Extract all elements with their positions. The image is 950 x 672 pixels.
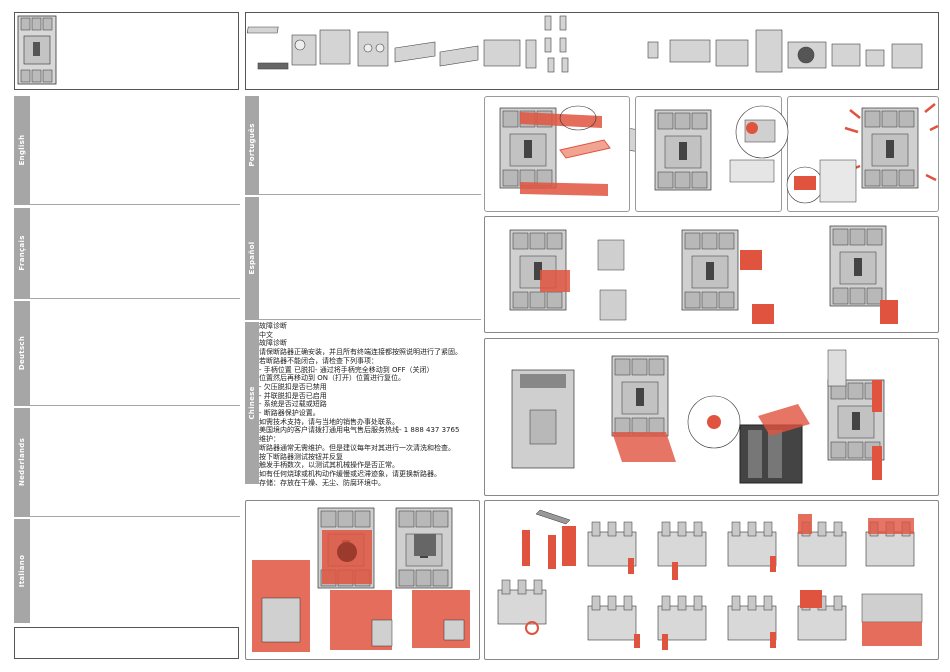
zh-heading: 故障诊断 — [259, 339, 287, 348]
divider — [245, 319, 481, 320]
zh-line: 触发手柄数次，以测试其机械操作是否正常。 — [259, 461, 399, 470]
zh-line: 位置然后再移动到 ON（打开）位置进行复位。 — [259, 374, 405, 383]
zh-line: 请保断路器正确安装，并且所有终端连接都按照说明进行了紧固。 — [259, 348, 462, 357]
zh-line: - 欠压脱扣是否已禁用 — [259, 382, 327, 391]
divider — [14, 405, 240, 406]
tab-spanish: Español — [245, 197, 259, 319]
tab-english: English — [14, 96, 30, 204]
zh-line: - 系统是否过载或短路 — [259, 400, 327, 409]
zh-line: - 手柄位置 已脱扣- 通过将手柄完全移动到 OFF（关闭） — [259, 365, 434, 374]
zh-line: 美国境内的客户请拨打通用电气售后服务热线- 1 888 437 3765 — [259, 426, 460, 435]
tab-french: Français — [14, 208, 30, 298]
chinese-instructions: 故障诊断 中文 故障诊断 请保断路器正确安装，并且所有终端连接都按照说明进行了紧… — [259, 322, 481, 487]
divider — [14, 204, 240, 205]
tab-portuguese: Português — [245, 96, 259, 194]
zh-line: 维护： — [259, 435, 280, 444]
zh-line: 如有任何烧球或机构动作缓慢或迟滞迹象，请更换新路器。 — [259, 469, 441, 478]
zh-line: 存储：存放在干燥、无尘、防腐环境中。 — [259, 478, 385, 487]
zh-heading: 故障诊断 — [259, 322, 287, 330]
zh-line: - 断路器保护设置。 — [259, 409, 320, 418]
zh-line: 断路器通常无需维护。但是建议每年对其进行一次清洗和检查。 — [259, 443, 455, 452]
tab-german: Deutsch — [14, 301, 30, 405]
footer-box — [14, 627, 239, 659]
tab-italian: Italiano — [14, 519, 30, 623]
divider — [245, 194, 481, 195]
divider — [14, 298, 240, 299]
zh-line: 如需技术支持，请与当地的销售办事处联系。 — [259, 417, 399, 426]
tab-dutch: Nederlands — [14, 408, 30, 516]
zh-heading: 中文 — [259, 330, 273, 339]
tab-chinese: Chinese — [245, 322, 259, 484]
zh-line: 按下断路器测试按钮并反复 — [259, 452, 343, 461]
zh-line: - 并联脱扣是否已启用 — [259, 391, 327, 400]
divider — [14, 516, 240, 517]
zh-line: 若断路器不能闭合，请检查下列事项： — [259, 356, 378, 365]
